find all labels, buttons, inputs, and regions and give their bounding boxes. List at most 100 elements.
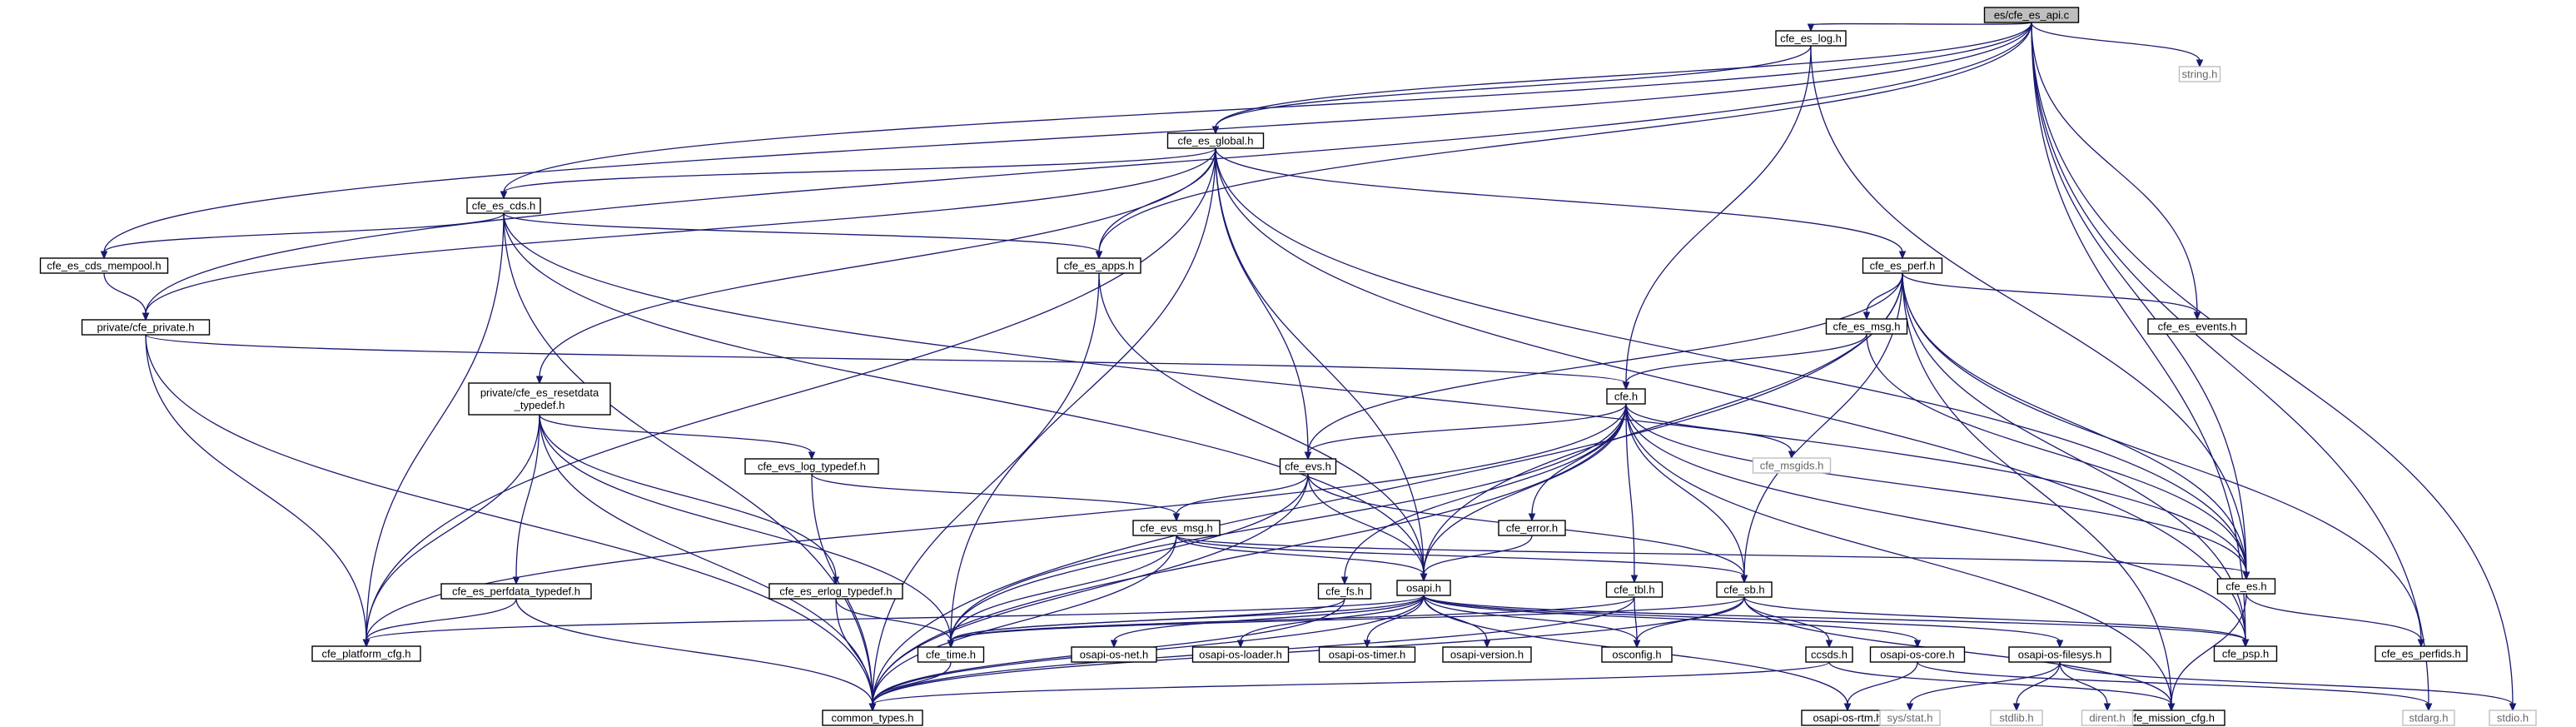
- edge-line: [2031, 22, 2201, 62]
- node-label: cfe_platform_cfg.h: [322, 648, 411, 660]
- edge-arrowhead: [868, 703, 877, 712]
- edge-line: [1176, 473, 1309, 515]
- node-box: [744, 458, 879, 475]
- node-osapi-os-net[interactable]: osapi-os-net.h: [1071, 646, 1157, 663]
- edge-line: [366, 595, 1425, 641]
- node-stdio-h[interactable]: stdio.h: [2489, 710, 2537, 726]
- edge-line: [1625, 403, 1745, 577]
- edge-cfe_es_perf-to-cfe_es_msg: [1862, 272, 1903, 321]
- node-cfe-es-perfdata-typedef[interactable]: cfe_es_perfdata_typedef.h: [440, 583, 592, 600]
- node-label: stdlib.h: [1999, 712, 2033, 725]
- node-osapi-os-timer[interactable]: osapi-os-timer.h: [1318, 646, 1416, 663]
- edge-osapi_os_core-to-osapi_os_rtm: [1843, 661, 1918, 712]
- node-cfe-evs-log-typedef[interactable]: cfe_evs_log_typedef.h: [744, 458, 879, 475]
- node-box: [1191, 646, 1290, 663]
- edge-line: [539, 414, 873, 705]
- node-cfe-msgids[interactable]: cfe_msgids.h: [1752, 457, 1832, 474]
- edge-line: [1423, 535, 1533, 575]
- node-string-h[interactable]: string.h: [2178, 66, 2221, 82]
- node-dirent-h[interactable]: dirent.h: [2081, 710, 2134, 726]
- node-cfe-es-log[interactable]: cfe_es_log.h: [1775, 30, 1847, 47]
- node-box: [1983, 7, 2080, 23]
- node-sys-stat-h[interactable]: sys/stat.h: [1879, 710, 1941, 726]
- edge-cfe_es_msg-to-cfe_h: [1622, 333, 1867, 391]
- node-cfe-es-erlog-typedef[interactable]: cfe_es_erlog_typedef.h: [768, 583, 903, 600]
- edge-osapi-to-osapi_os_net: [1110, 595, 1425, 649]
- edge-cfe_sb-to-ccsds: [1743, 596, 1833, 649]
- node-cfe-es-global[interactable]: cfe_es_global.h: [1166, 132, 1265, 149]
- node-label: cfe_psp.h: [2222, 648, 2269, 660]
- node-label: cfe_es.h: [2225, 580, 2266, 593]
- node-private-cfe-private[interactable]: private/cfe_private.h: [81, 319, 211, 336]
- node-cfe-es-msg[interactable]: cfe_es_msg.h: [1825, 318, 1908, 335]
- edge-cfe_es_global-to-cfe_psp: [1215, 147, 2250, 648]
- node-root[interactable]: es/cfe_es_api.c: [1983, 7, 2080, 23]
- edge-line: [1531, 403, 1627, 515]
- node-cfe-fs[interactable]: cfe_fs.h: [1317, 583, 1372, 600]
- node-cfe-sb[interactable]: cfe_sb.h: [1716, 581, 1773, 598]
- node-osapi-os-rtm[interactable]: osapi-os-rtm.h: [1801, 710, 1894, 726]
- node-cfe-es-apps[interactable]: cfe_es_apps.h: [1057, 257, 1141, 274]
- edge-arrowhead: [2509, 703, 2517, 712]
- edge-root-to-cfe_es_cds: [500, 22, 2032, 200]
- node-box: [1879, 710, 1941, 726]
- node-label: es/cfe_es_api.c: [1994, 9, 2070, 22]
- edge-line: [1176, 535, 1425, 575]
- edge-osapi-to-osapi_os_timer: [1363, 595, 1425, 649]
- node-osapi-os-core[interactable]: osapi-os-core.h: [1869, 646, 1966, 663]
- node-cfe-mission-cfg[interactable]: cfe_mission_cfg.h: [2117, 710, 2225, 726]
- node-stdlib-h[interactable]: stdlib.h: [1990, 710, 2043, 726]
- node-label: cfe_es_log.h: [1780, 32, 1842, 45]
- node-label: osapi-version.h: [1450, 649, 1524, 661]
- node-cfe-es-events[interactable]: cfe_es_events.h: [2147, 318, 2247, 335]
- edge-line: [1344, 403, 1627, 579]
- edge-line: [1810, 22, 2032, 26]
- node-osapi[interactable]: osapi.h: [1396, 580, 1451, 596]
- node-cfe-evs-msg[interactable]: cfe_evs_msg.h: [1132, 520, 1221, 536]
- node-cfe-error[interactable]: cfe_error.h: [1498, 520, 1566, 536]
- node-cfe-tbl[interactable]: cfe_tbl.h: [1605, 581, 1663, 598]
- edge-cfe_es_log-to-cfe_es_global: [1211, 45, 1812, 135]
- node-resetdata[interactable]: private/cfe_es_resetdata_typedef.h: [468, 382, 611, 416]
- node-label: cfe_es_perfdata_typedef.h: [452, 585, 580, 598]
- edge-cfe_evs-to-cfe_evs_msg: [1172, 473, 1309, 522]
- node-osapi-os-filesys[interactable]: osapi-os-filesys.h: [2008, 646, 2111, 663]
- node-box: [1318, 646, 1416, 663]
- node-box: [2216, 578, 2276, 595]
- node-cfe-es-cds-mempool[interactable]: cfe_es_cds_mempool.h: [39, 257, 169, 274]
- edge-line: [2245, 593, 2422, 641]
- edge-line: [1240, 595, 1425, 642]
- edge-private_cfe_private-to-cfe_h: [145, 334, 1630, 391]
- node-cfe-psp[interactable]: cfe_psp.h: [2213, 645, 2278, 662]
- edge-osapi-to-cfe_psp: [1423, 595, 2250, 648]
- node-cfe-platform-cfg[interactable]: cfe_platform_cfg.h: [311, 645, 421, 662]
- node-cfe-es-perf[interactable]: cfe_es_perf.h: [1862, 257, 1943, 274]
- edge-cfe_sb-to-osconfig: [1633, 596, 1745, 649]
- node-osapi-os-loader[interactable]: osapi-os-loader.h: [1191, 646, 1290, 663]
- node-cfe-time[interactable]: cfe_time.h: [917, 646, 985, 663]
- node-cfe-es-cds[interactable]: cfe_es_cds.h: [466, 197, 541, 214]
- edge-osapi-to-osapi_os_filesys: [1423, 595, 2064, 649]
- node-cfe-es-h[interactable]: cfe_es.h: [2216, 578, 2276, 595]
- node-stdarg-h[interactable]: stdarg.h: [2402, 710, 2455, 726]
- edge-line: [1866, 333, 2247, 574]
- edge-line: [950, 595, 1425, 642]
- node-cfe-es-perfids[interactable]: cfe_es_perfids.h: [2375, 645, 2468, 662]
- node-label: cfe_es_apps.h: [1064, 260, 1135, 272]
- node-ccsds[interactable]: ccsds.h: [1805, 646, 1853, 663]
- node-label: cfe_error.h: [1506, 522, 1558, 535]
- edge-line: [145, 334, 873, 705]
- node-label: cfe.h: [1614, 391, 1638, 403]
- edge-cfe_es_h-to-cfe_es_perfids: [2245, 593, 2425, 648]
- node-label: cfe_time.h: [926, 649, 976, 661]
- edge-line: [950, 147, 1216, 642]
- edge-root-to-cfe_es_h: [2031, 22, 2250, 580]
- node-osapi-version[interactable]: osapi-version.h: [1442, 646, 1532, 663]
- node-box: [1498, 520, 1566, 536]
- edge-cfe_es_perfdata_typedef-to-common_types: [515, 598, 877, 712]
- node-cfe-h[interactable]: cfe.h: [1606, 388, 1646, 405]
- node-cfe-evs[interactable]: cfe_evs.h: [1279, 458, 1337, 475]
- node-box: [2375, 645, 2468, 662]
- node-osconfig[interactable]: osconfig.h: [1601, 646, 1673, 663]
- node-common-types[interactable]: common_types.h: [822, 710, 923, 726]
